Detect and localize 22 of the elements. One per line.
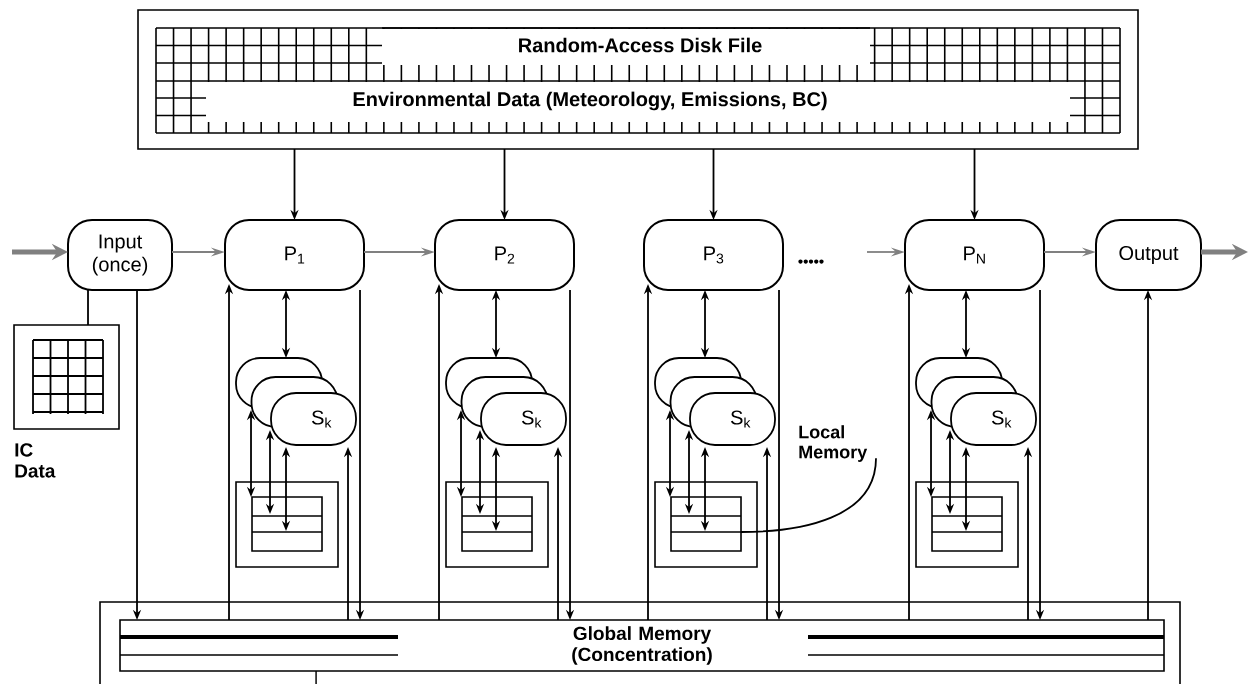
process-stack: S$_{k}$ [445,357,567,446]
subheading: Environmental Data (Meteorology, Emissions, BC) [353,91,827,111]
node-label: IC Data [15,443,56,478]
ellipsis-dots: ••••• [798,259,824,264]
callout-label: Local Memory [799,425,868,462]
memory-table-box [654,481,758,568]
process-box: P$_{2}$ [434,219,575,291]
memory-table-box [235,481,339,568]
heading: Random-Access Disk File [519,37,762,53]
connector-line [87,289,89,326]
process-stack: S$_{k}$ [915,357,1037,446]
memory-table-box [445,481,549,568]
process-box: P$_{1}$ [224,219,365,291]
process-box: Output [1095,219,1202,291]
process-box: P$_{3}$ [643,219,784,291]
process-box: P$_{N}$ [904,219,1045,291]
leader-line [740,457,877,533]
memory-table-box [915,481,1019,568]
process-box: Input (once) [67,219,173,291]
process-stack: S$_{k}$ [235,357,357,446]
process-stack: S$_{k}$ [654,357,776,446]
global-memory-box: Global Memory (Concentration) [99,601,1181,684]
